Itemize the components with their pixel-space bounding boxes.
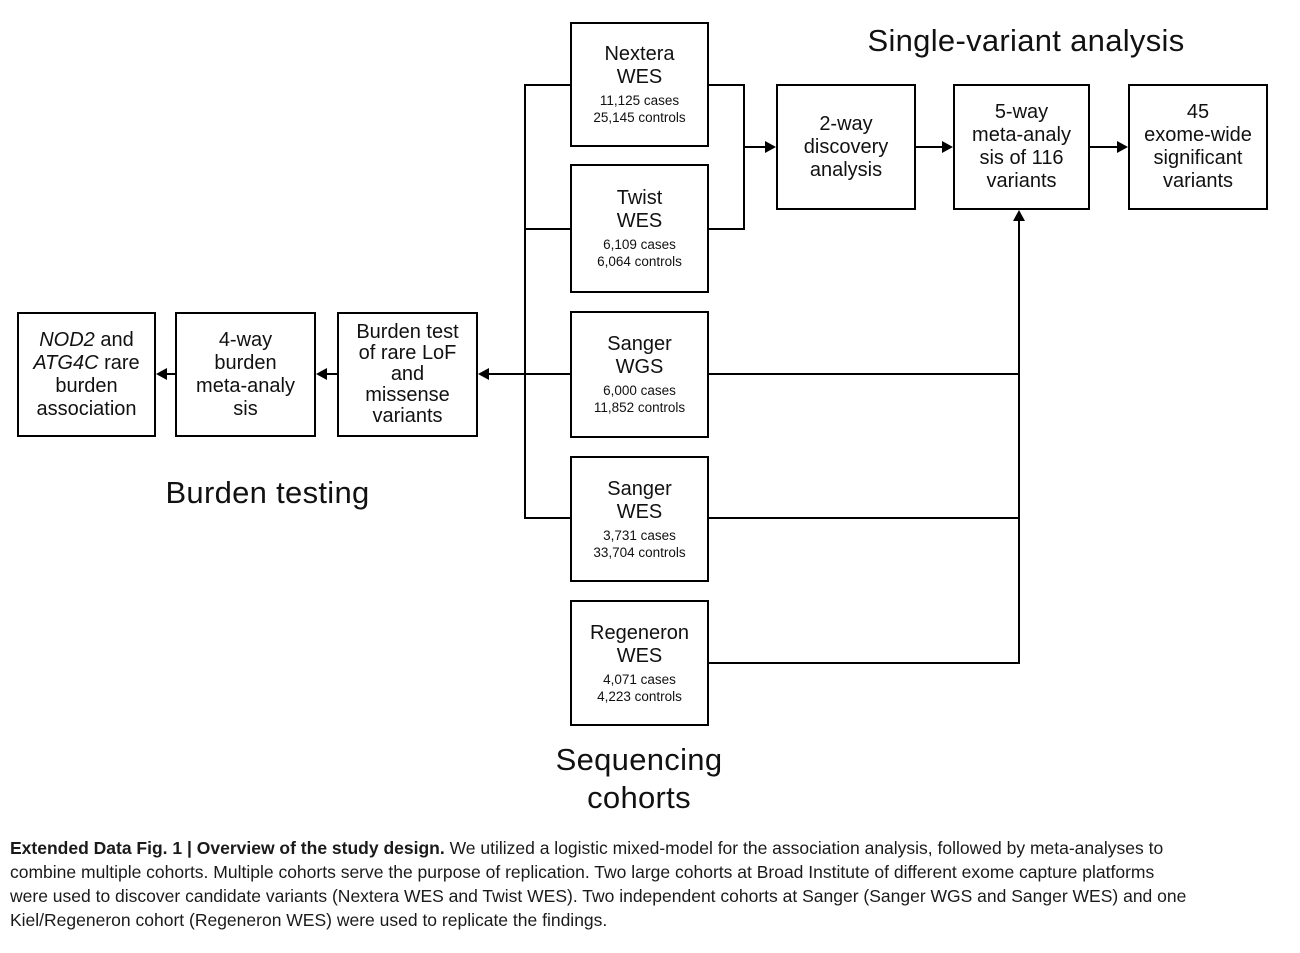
box-line: NOD2 and	[39, 329, 134, 352]
cohort-name: Nextera	[604, 43, 675, 65]
cohort-name: Sanger	[607, 477, 672, 500]
arrow-line-to-burden-test	[489, 373, 526, 375]
line-sanger-wes-to-connector	[709, 517, 1020, 519]
cohort-name: WES	[616, 66, 663, 88]
connector-left-vertical	[524, 85, 526, 519]
arrow-line-2way-to-5way	[916, 146, 943, 148]
line-sanger-wgs-to-connector	[709, 373, 1020, 375]
cohort-name: WES	[616, 644, 663, 667]
box-sanger-wgs: Sanger WGS 6,000 cases 11,852 controls	[570, 311, 709, 438]
gene-name: ATG4C	[33, 351, 99, 374]
box-line: 2-way	[819, 112, 873, 135]
cohort-cases: 6,000 cases	[603, 383, 676, 398]
box-line: 5-way	[994, 101, 1049, 123]
caption-line-1: Extended Data Fig. 1 | Overview of the s…	[10, 836, 1186, 860]
connector-discovery-vertical	[743, 84, 745, 230]
cohort-cases: 6,109 cases	[603, 237, 676, 252]
stub-sanger-wes-left	[524, 517, 570, 519]
cohort-controls: 33,704 controls	[593, 544, 686, 560]
box-45-significant-variants: 45 exome-wide significant variants	[1128, 84, 1268, 210]
cohort-controls: 25,145 controls	[593, 110, 686, 125]
stub-sanger-wgs-left	[524, 373, 570, 375]
cohort-name: WES	[616, 500, 663, 523]
box-line: variants	[372, 405, 443, 427]
arrow-line-to-2way	[743, 146, 766, 148]
box-line: and	[390, 363, 425, 385]
box-line: ATG4C rare	[33, 352, 139, 375]
cohort-name: Regeneron	[590, 621, 689, 644]
caption-bold-title: Extended Data Fig. 1 | Overview of the s…	[10, 838, 445, 858]
cohort-controls: 6,064 controls	[597, 254, 682, 269]
arrowhead-up-5way-icon	[1013, 210, 1025, 221]
cohort-controls: 4,223 controls	[597, 688, 682, 704]
box-twist-wes: Twist WES 6,109 cases 6,064 controls	[570, 164, 709, 293]
section-label-single-variant: Single-variant analysis	[867, 23, 1185, 58]
arrowhead-left-burden-test-icon	[478, 368, 489, 380]
box-2way-discovery: 2-way discovery analysis	[776, 84, 916, 210]
box-line-text: rare	[98, 351, 140, 374]
cohort-name: WES	[616, 210, 663, 232]
box-nod2-atg4c-association: NOD2 and ATG4C rare burden association	[17, 312, 156, 437]
box-line: association	[36, 397, 137, 420]
arrow-line-burden-to-4way	[327, 373, 337, 375]
section-label-sequencing-cohorts: Sequencing cohorts	[538, 741, 740, 817]
box-nextera-wes: Nextera WES 11,125 cases 25,145 controls	[570, 22, 709, 147]
stub-nextera-left	[524, 84, 570, 86]
box-5way-meta-analysis: 5-way meta-analy sis of 116 variants	[953, 84, 1090, 210]
cohort-cases: 11,125 cases	[599, 93, 680, 108]
box-line: exome-wide	[1144, 124, 1252, 146]
box-line: meta-analy	[196, 374, 295, 397]
box-4way-burden-meta: 4-way burden meta-analy sis	[175, 312, 316, 437]
sequencing-cohorts-line2: cohorts	[587, 780, 691, 815]
caption-line-1-rest: We utilized a logistic mixed-model for t…	[444, 838, 1164, 858]
box-line: significant	[1153, 147, 1243, 169]
cohort-name: Twist	[616, 187, 663, 209]
arrowhead-right-45-icon	[1117, 141, 1128, 153]
box-line: 45	[1186, 101, 1210, 123]
box-sanger-wes: Sanger WES 3,731 cases 33,704 controls	[570, 456, 709, 582]
box-line: missense	[365, 384, 450, 406]
cohort-name: Sanger	[607, 333, 672, 355]
cohort-controls: 11,852 controls	[593, 400, 686, 415]
stub-twist-right	[709, 228, 745, 230]
box-line: variants	[986, 170, 1057, 192]
box-line: sis	[233, 397, 258, 420]
box-line: burden	[55, 374, 118, 397]
caption-line-2: combine multiple cohorts. Multiple cohor…	[10, 862, 1155, 882]
box-burden-test: Burden test of rare LoF and missense var…	[337, 312, 478, 437]
sequencing-cohorts-line1: Sequencing	[555, 742, 723, 777]
box-line: meta-analy	[972, 124, 1071, 146]
box-line: discovery	[803, 135, 889, 158]
arrowhead-right-2way-icon	[765, 141, 776, 153]
box-line: analysis	[809, 158, 883, 181]
caption-line-3: were used to discover candidate variants…	[10, 886, 1187, 906]
caption-line-4: Kiel/Regeneron cohort (Regeneron WES) we…	[10, 910, 608, 930]
box-line-text: and	[94, 328, 134, 351]
box-regeneron-wes: Regeneron WES 4,071 cases 4,223 controls	[570, 600, 709, 726]
cohort-name: WGS	[615, 356, 664, 378]
stub-nextera-right	[709, 84, 745, 86]
arrowhead-left-nod2-icon	[156, 368, 167, 380]
gene-name: NOD2	[39, 328, 95, 351]
box-line: sis of 116	[979, 147, 1064, 169]
stub-twist-left	[524, 228, 570, 230]
arrowhead-left-4way-icon	[316, 368, 327, 380]
arrowhead-right-5way-icon	[942, 141, 953, 153]
box-line: burden	[214, 351, 277, 374]
connector-replication-vertical	[1018, 220, 1020, 664]
line-regeneron-to-connector	[709, 662, 1020, 664]
cohort-cases: 3,731 cases	[603, 527, 676, 543]
box-line: of rare LoF	[358, 342, 457, 364]
figure-caption: Extended Data Fig. 1 | Overview of the s…	[10, 836, 1186, 932]
section-label-burden-testing: Burden testing	[165, 475, 370, 510]
box-line: Burden test	[356, 321, 459, 343]
box-line: variants	[1162, 170, 1234, 192]
arrow-line-4way-to-nod2	[167, 373, 175, 375]
box-line: 4-way	[218, 328, 273, 351]
arrow-line-5way-to-45	[1090, 146, 1118, 148]
cohort-cases: 4,071 cases	[603, 671, 676, 687]
